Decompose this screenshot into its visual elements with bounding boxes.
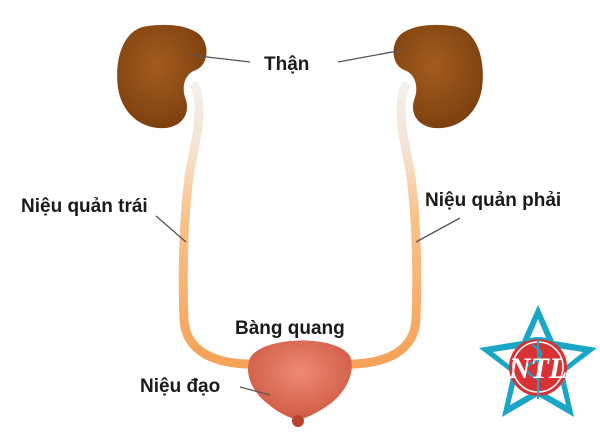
right-ureter	[333, 81, 422, 369]
left-ureter	[178, 81, 267, 369]
kidney-leader-left	[189, 54, 251, 63]
logo-text: NTL	[508, 352, 567, 385]
right-kidney	[393, 24, 483, 129]
label-bladder: Bàng quang	[235, 318, 345, 339]
caduceus-icon	[525, 337, 551, 399]
left-ureter-leader	[155, 215, 187, 243]
urethra-leader	[239, 386, 271, 396]
ntl-logo: NTL	[479, 305, 597, 417]
label-left-ureter: Niệu quản trái	[21, 196, 148, 217]
urethra-opening	[292, 415, 304, 427]
label-urethra: Niệu đạo	[140, 376, 220, 397]
right-ureter-leader	[415, 217, 461, 243]
label-right-ureter: Niệu quản phải	[425, 190, 561, 211]
left-kidney	[117, 24, 207, 129]
kidney-leader-right	[337, 49, 404, 63]
bladder	[248, 340, 352, 420]
label-kidney: Thận	[264, 54, 309, 75]
